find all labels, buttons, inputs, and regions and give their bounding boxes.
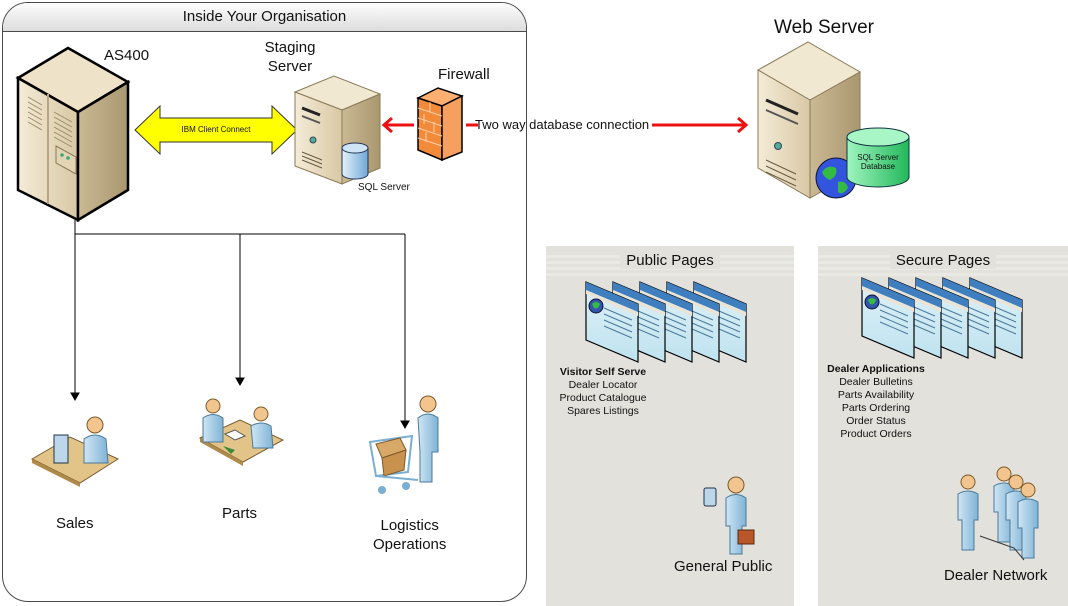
secure-page-item[interactable]: Dealer Bulletins	[839, 376, 913, 388]
department-label-sales: Sales	[56, 515, 94, 532]
secure-pages-title: Secure Pages	[889, 252, 997, 269]
web-pages-stack-icon	[861, 277, 1023, 359]
web-page-icon	[585, 281, 639, 363]
as400-label: AS400	[104, 47, 150, 64]
meeting-icon	[198, 398, 285, 466]
firewall-icon	[416, 87, 464, 162]
web-server-label: Web Server	[774, 17, 874, 38]
organisation-title: Inside Your Organisation	[3, 3, 526, 32]
public-pages-list: Visitor Self Serve Dealer Locator Produc…	[548, 366, 658, 418]
public-pages-title: Public Pages	[620, 252, 720, 269]
department-connectors	[70, 220, 410, 430]
as400-server-icon	[15, 46, 131, 223]
ibm-client-connect-label: IBM Client Connect	[181, 125, 251, 134]
public-page-item[interactable]: Dealer Locator	[568, 379, 638, 391]
database-connection-arrow	[381, 116, 749, 134]
general-public-person-icon	[703, 476, 755, 555]
secure-page-item[interactable]: Parts Availability	[837, 389, 915, 401]
sql-server-database-icon	[341, 142, 369, 180]
department-label-logistics: Logistics Operations	[373, 517, 447, 553]
general-public-label: General Public	[674, 558, 773, 575]
web-pages-stack-icon	[585, 281, 747, 363]
secure-pages-heading: Dealer Applications	[827, 363, 925, 375]
shopping-cart-icon	[368, 395, 439, 494]
secure-pages-panel: Secure Pages	[818, 246, 1068, 606]
web-database-label: SQL Server Database	[857, 153, 899, 171]
dealer-network-label: Dealer Network	[944, 567, 1048, 584]
secure-page-item[interactable]: Product Orders	[840, 428, 912, 440]
secure-page-item[interactable]: Order Status	[846, 415, 906, 427]
sql-server-database-web-icon	[846, 127, 910, 188]
sql-server-label: SQL Server	[358, 182, 410, 193]
department-label-parts: Parts	[222, 505, 258, 522]
secure-pages-list: Dealer Applications Dealer Bulletins Par…	[822, 363, 930, 441]
public-page-item[interactable]: Spares Listings	[567, 405, 639, 417]
public-pages-panel: Public Pages	[546, 246, 794, 606]
call-center-icon	[30, 416, 120, 487]
database-connection-label: Two way database connection	[475, 117, 650, 132]
public-page-item[interactable]: Product Catalogue	[559, 392, 647, 404]
public-pages-heading: Visitor Self Serve	[559, 366, 647, 378]
secure-page-item[interactable]: Parts Ordering	[841, 402, 911, 414]
dealer-network-people-icon	[957, 466, 1039, 561]
web-page-icon	[861, 277, 915, 359]
staging-server-label: Staging Server	[264, 39, 316, 75]
firewall-label: Firewall	[438, 66, 490, 83]
